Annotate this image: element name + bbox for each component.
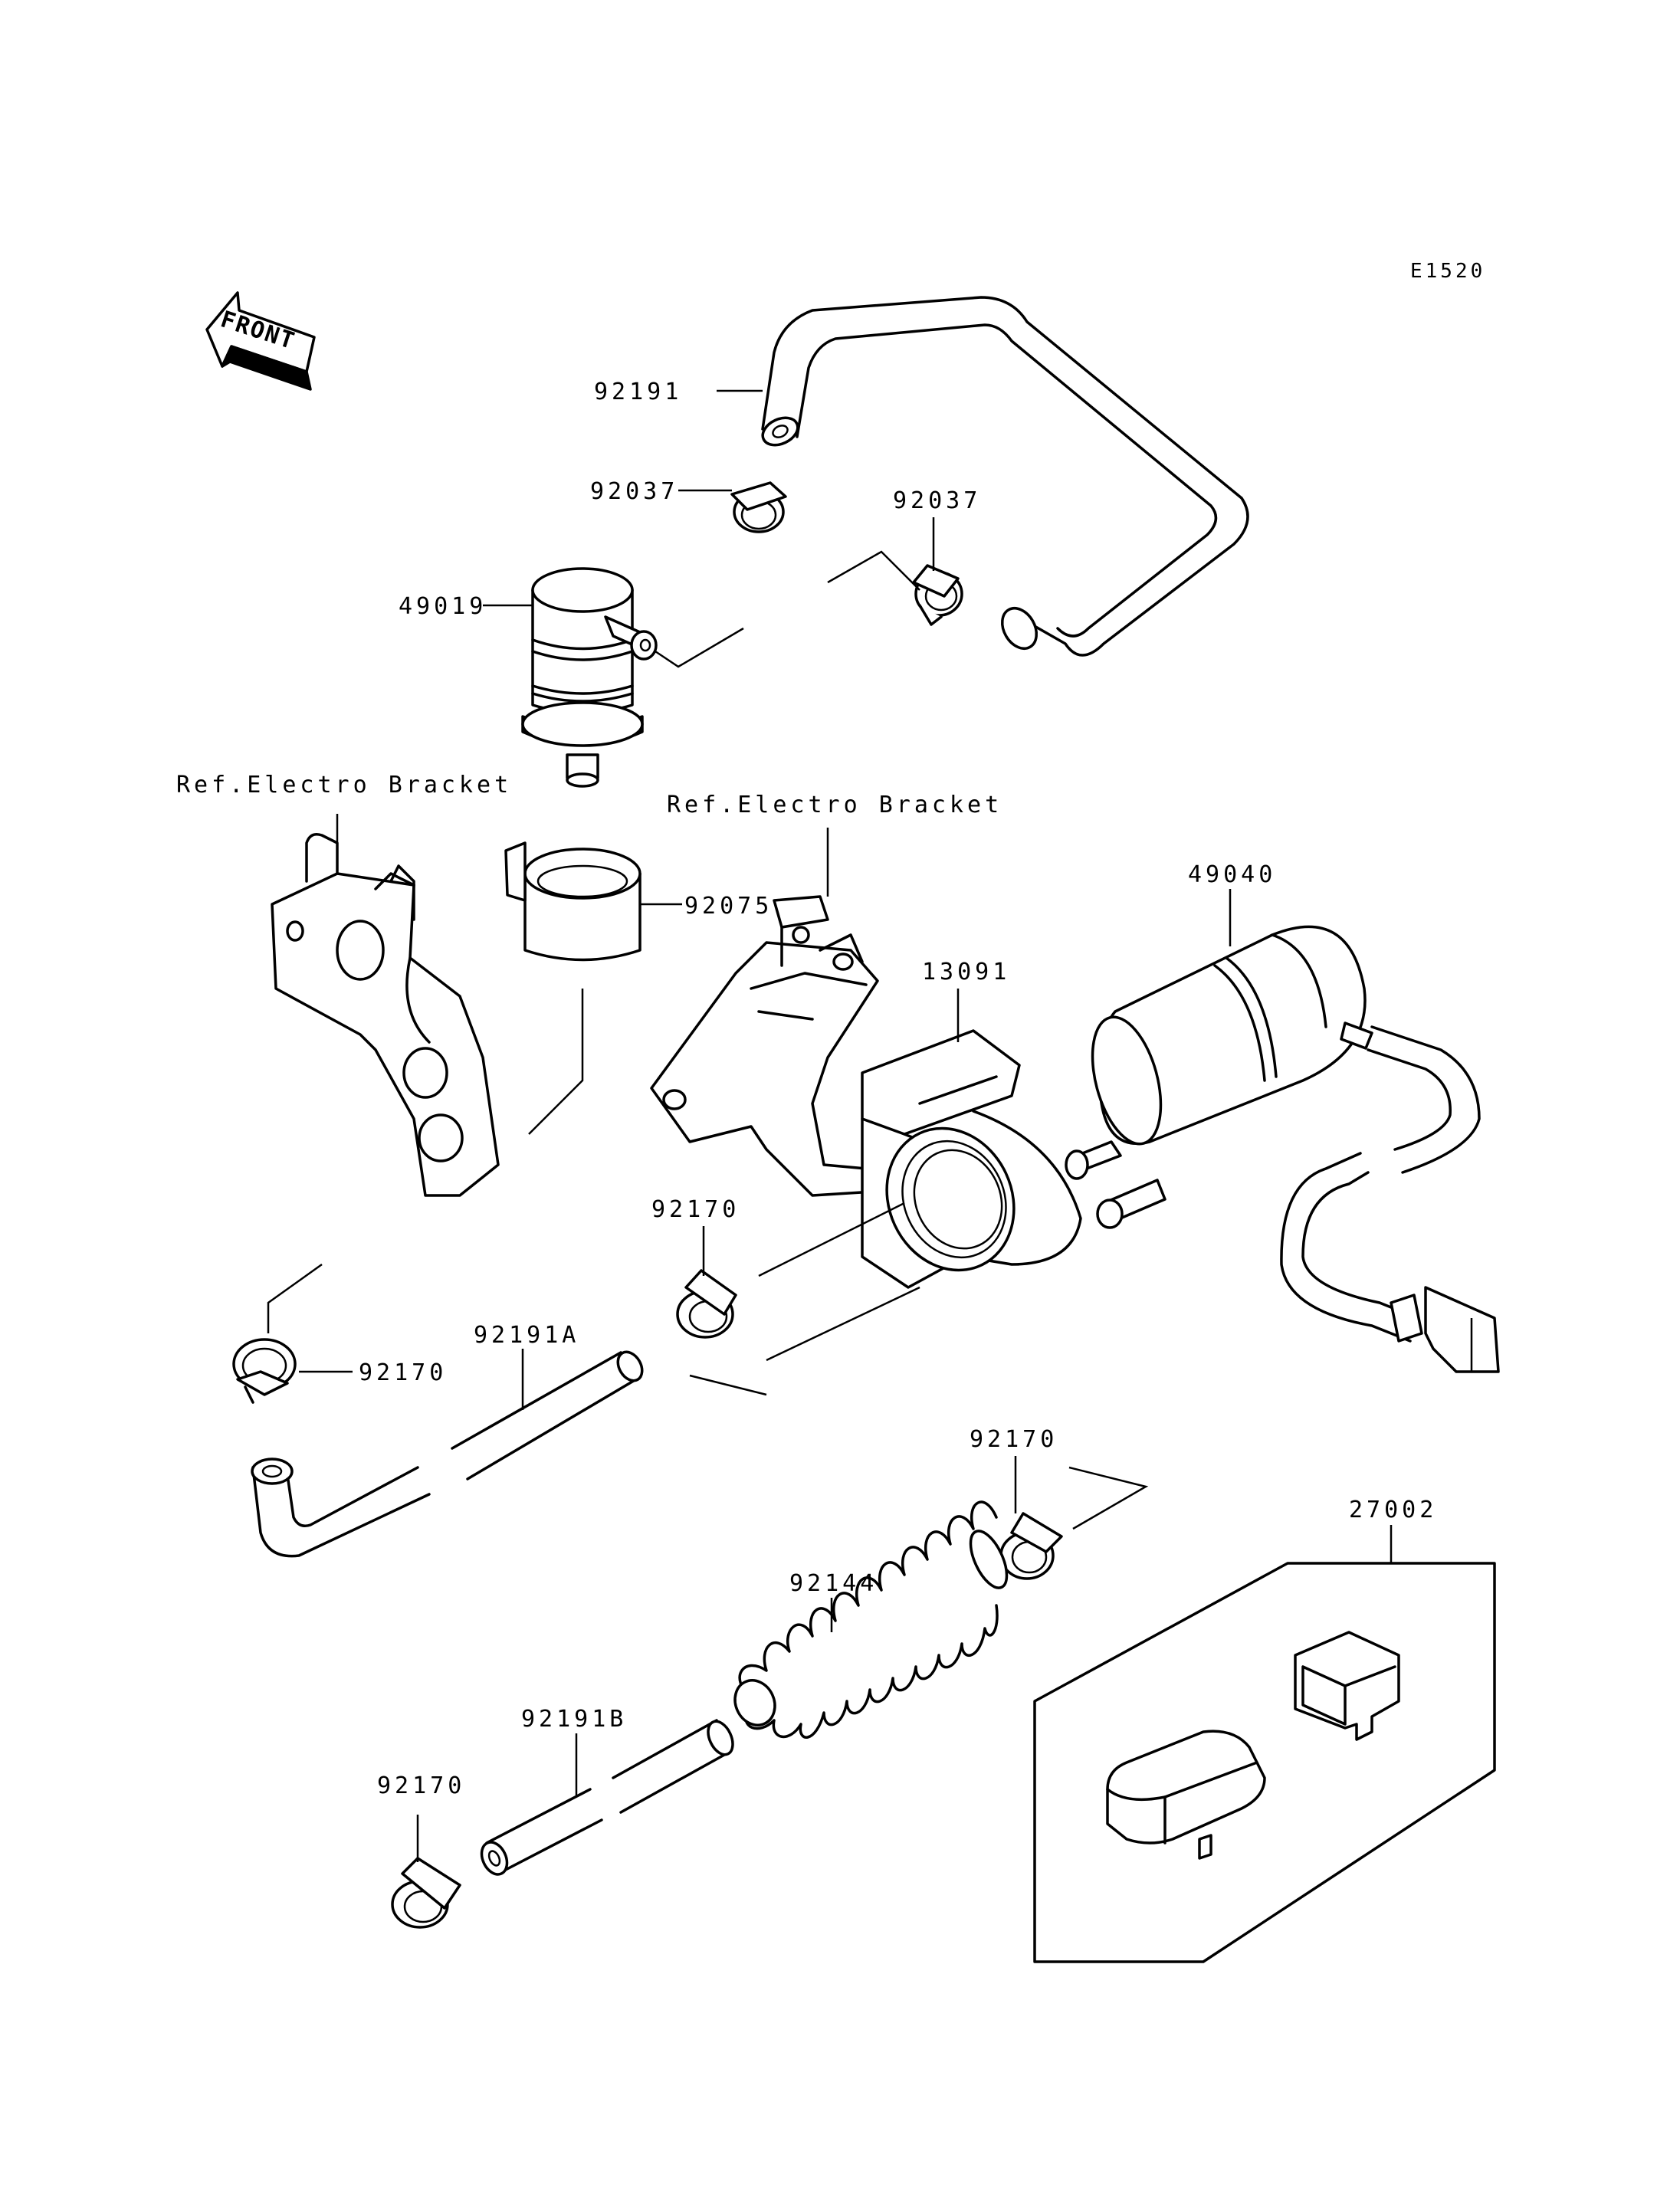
front-arrow-icon: FRONT	[205, 291, 316, 391]
label-92170-c: 92170	[970, 1426, 1058, 1453]
label-49040: 49040	[1188, 861, 1276, 888]
label-92144: 92144	[789, 1570, 878, 1597]
electro-bracket-a	[271, 833, 500, 1197]
label-92037-b: 92037	[893, 487, 981, 514]
hose-92191A	[251, 1350, 644, 1558]
hose-92191B	[480, 1719, 734, 1876]
label-92191B: 92191B	[521, 1706, 627, 1733]
label-92191: 92191	[594, 379, 682, 405]
label-27002: 27002	[1349, 1497, 1437, 1523]
label-ref-bracket-b: Ref.Electro Bracket	[667, 792, 1002, 818]
label-92191A: 92191A	[474, 1322, 579, 1349]
label-92075: 92075	[684, 893, 773, 920]
spring-92144	[733, 1500, 1009, 1739]
label-92170-d: 92170	[377, 1772, 465, 1799]
clamp-92170-c	[999, 1512, 1063, 1580]
fuel-pump-49040	[1065, 925, 1373, 1229]
clamp-92170-a	[676, 1269, 737, 1339]
clamp-92037-b	[912, 564, 963, 626]
damper-13091	[861, 1029, 1082, 1289]
hose-92191	[761, 296, 1249, 657]
clamp-92170-d	[391, 1857, 461, 1929]
relay-kit-27002	[1033, 1562, 1496, 1963]
label-92037-a: 92037	[590, 478, 678, 505]
label-49019: 49019	[399, 593, 487, 620]
label-13091: 13091	[922, 959, 1010, 985]
clamp-92037-a	[730, 481, 787, 533]
label-92170-b: 92170	[359, 1359, 447, 1386]
diagram-code: E1520	[1410, 260, 1485, 283]
label-ref-bracket-a: Ref.Electro Bracket	[176, 772, 512, 798]
label-92170-a: 92170	[651, 1196, 740, 1223]
clamp-92170-b	[232, 1338, 297, 1404]
holder-92075	[504, 841, 641, 962]
fuel-filter-49019	[521, 567, 658, 788]
electro-bracket-b	[650, 895, 879, 1197]
